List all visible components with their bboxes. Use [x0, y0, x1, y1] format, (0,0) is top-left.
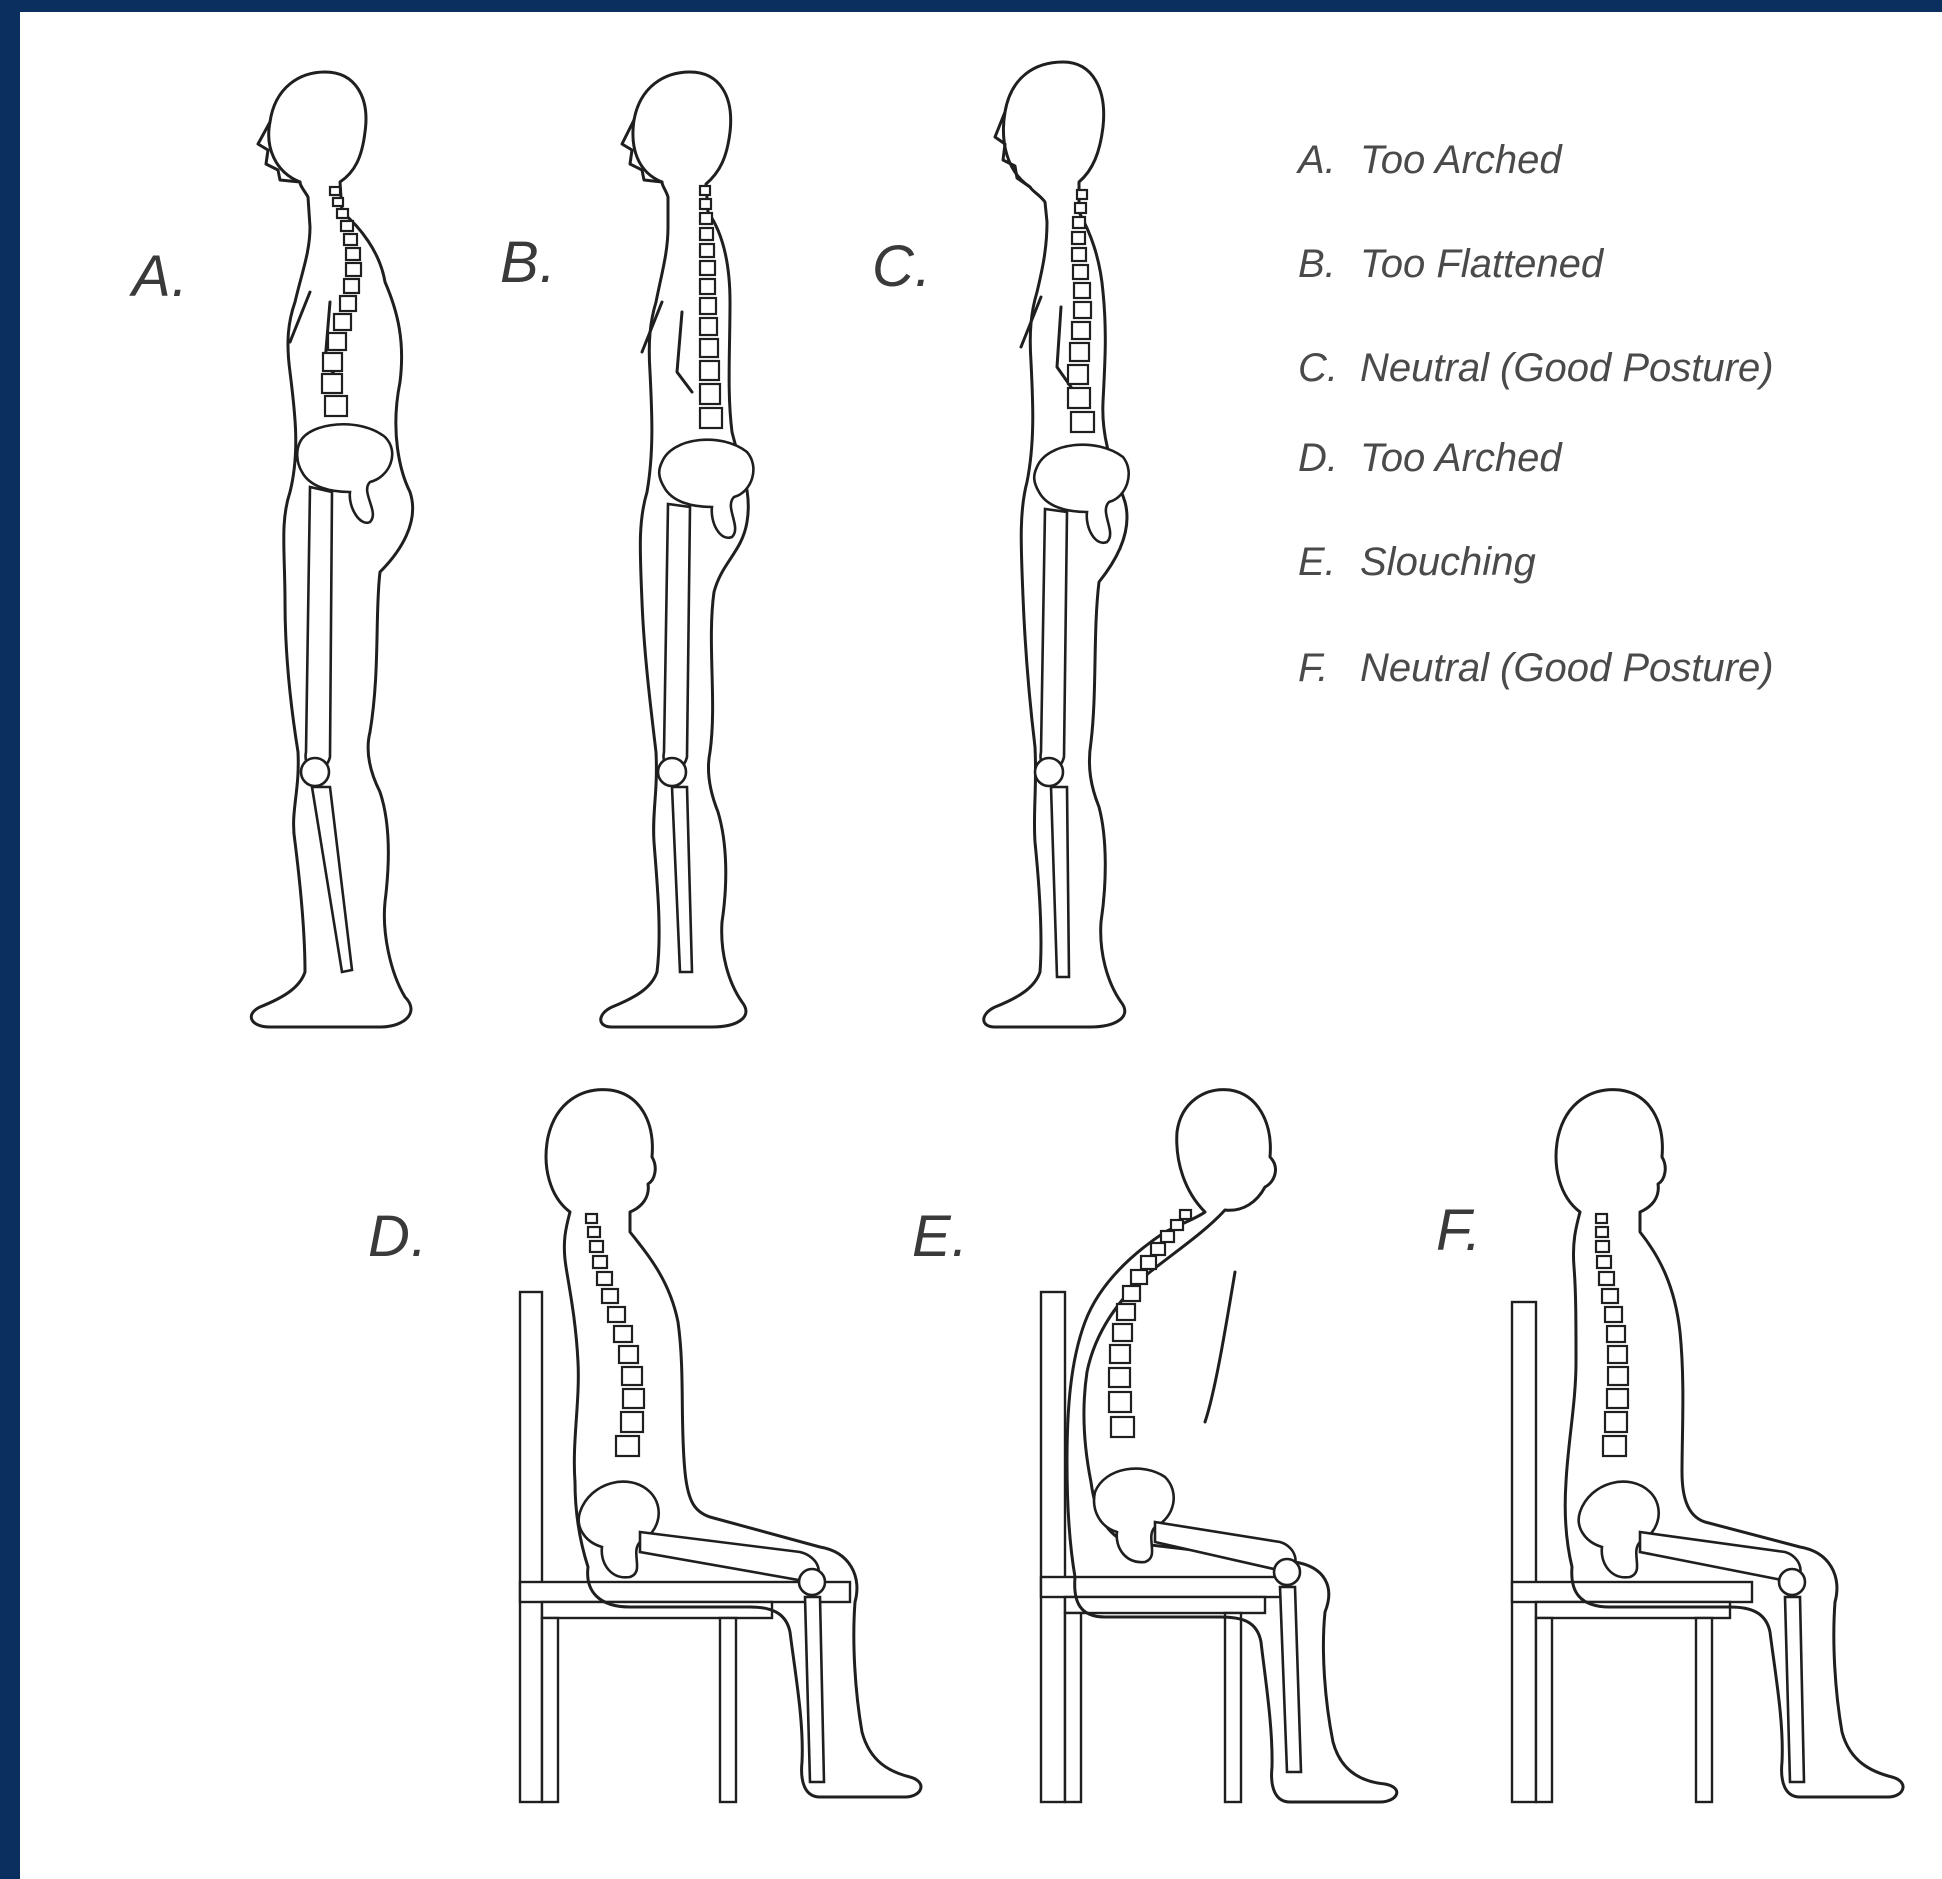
legend-text: Slouching: [1360, 540, 1536, 584]
legend-text: Too Arched: [1360, 436, 1562, 480]
standing-figure-c: [975, 42, 1195, 1052]
legend-item-d: D.Too Arched: [1298, 436, 1562, 481]
legend-item-f: F.Neutral (Good Posture): [1298, 646, 1774, 691]
legend-letter: C.: [1298, 346, 1360, 391]
standing-figure-b: [602, 52, 802, 1052]
legend-letter: A.: [1298, 138, 1360, 183]
spine-vertebrae: [1109, 1210, 1191, 1437]
legend-letter: B.: [1298, 242, 1360, 287]
legend-text: Neutral (Good Posture): [1360, 646, 1774, 690]
legend-item-b: B.Too Flattened: [1298, 242, 1603, 287]
seated-figure-e: [1025, 1072, 1465, 1832]
legend-text: Too Arched: [1360, 138, 1562, 182]
spine-vertebrae: [586, 1214, 644, 1456]
legend-letter: E.: [1298, 540, 1360, 585]
figure-label-d: D.: [368, 1208, 428, 1266]
figure-label-b: B.: [500, 234, 557, 292]
legend-letter: D.: [1298, 436, 1360, 481]
figure-label-a: A.: [132, 248, 189, 306]
legend-item-c: C.Neutral (Good Posture): [1298, 346, 1774, 391]
diagram-canvas: A. B. C. D. E. F. A.Too Arched B.Too Fla…: [20, 12, 1942, 1879]
standing-figure-a: [230, 52, 450, 1052]
seated-figure-d: [490, 1072, 950, 1832]
legend-text: Too Flattened: [1360, 242, 1603, 286]
spine-vertebrae: [1068, 190, 1094, 432]
seated-figure-f: [1500, 1072, 1940, 1832]
legend-text: Neutral (Good Posture): [1360, 346, 1774, 390]
legend-item-a: A.Too Arched: [1298, 138, 1562, 183]
legend-item-e: E.Slouching: [1298, 540, 1536, 585]
legend-letter: F.: [1298, 646, 1360, 691]
figure-label-c: C.: [872, 238, 932, 296]
spine-vertebrae: [1596, 1214, 1628, 1456]
spine-vertebrae: [322, 187, 361, 416]
spine-vertebrae: [700, 186, 722, 428]
